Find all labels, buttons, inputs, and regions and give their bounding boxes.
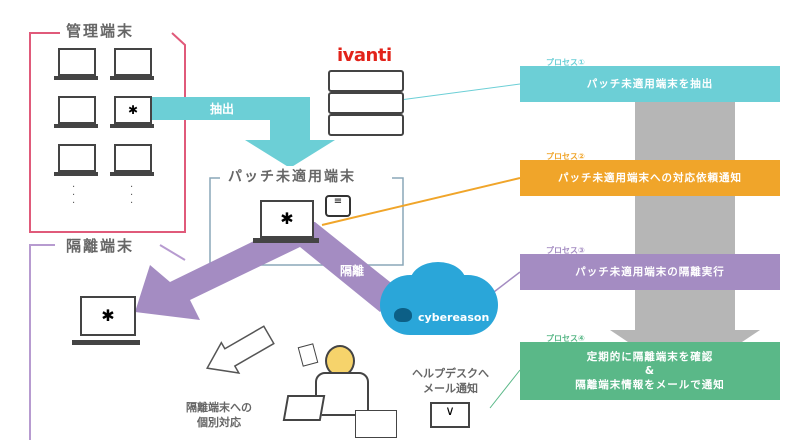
isolate-arrow: [135, 222, 400, 320]
laptop-base: [54, 76, 98, 80]
infected-laptop-icon: ✱: [114, 96, 152, 124]
process-box-4: 定期的に隔離端末を確認 & 隔離端末情報をメールで通知: [520, 342, 780, 400]
laptop-base: [110, 76, 154, 80]
process-box-1: パッチ未適用端末を抽出: [520, 66, 780, 102]
process-4-line3: 隔離端末情報をメールで通知: [575, 379, 725, 392]
individual-arrow-outline: [206, 325, 275, 374]
laptop-icon: [58, 48, 96, 76]
process-tag-3: プロセス③: [540, 244, 591, 257]
laptop-icon: [114, 48, 152, 76]
flow-down-arrow: [610, 100, 760, 380]
server-icon: [328, 114, 404, 136]
laptop-base: [72, 340, 140, 345]
helpdesk-line2: メール通知: [423, 382, 478, 395]
helpdesk-label: ヘルプデスクへ メール通知: [412, 366, 489, 396]
process-tag-1: プロセス①: [540, 56, 591, 69]
process-box-2: パッチ未適用端末への対応依頼通知: [520, 160, 780, 196]
server-icon: [328, 70, 404, 92]
extract-label: 抽出: [210, 102, 235, 116]
process-tag-4: プロセス④: [540, 332, 591, 345]
isolate-label: 隔離: [340, 264, 365, 278]
unpatched-title: パッチ未適用端末: [224, 166, 360, 186]
mail-icon: ∨: [430, 402, 470, 428]
isolation-frame: [29, 244, 186, 440]
isolation-title: 隔離端末: [62, 235, 139, 256]
laptop-base: [253, 238, 319, 243]
infected-laptop-icon: ✱: [260, 200, 314, 238]
infected-laptop-icon: ✱: [80, 296, 136, 336]
process-4-line1: 定期的に隔離端末を確認: [586, 350, 714, 363]
individual-response-label: 隔離端末への 個別対応: [186, 400, 252, 430]
process-tag-2: プロセス②: [540, 150, 591, 163]
laptop-icon: [114, 144, 152, 172]
helpdesk-line1: ヘルプデスクへ: [412, 367, 489, 380]
laptop-base: [54, 172, 98, 176]
cloud-icon: [410, 262, 466, 302]
unpatched-frame: [209, 177, 404, 266]
individual-line2: 個別対応: [197, 416, 241, 429]
document-icon: [355, 410, 397, 438]
admin-title: 管理端末: [62, 20, 139, 41]
more-dots-icon: ···: [130, 182, 134, 209]
laptop-icon: [58, 96, 96, 124]
laptop-base: [54, 124, 98, 128]
ivanti-logo: ivanti: [337, 45, 392, 66]
cybereason-owl-icon: [394, 308, 412, 322]
process-4-line2: &: [644, 364, 656, 377]
chat-icon: ≡: [325, 195, 351, 217]
server-icon: [328, 92, 404, 114]
cybereason-logo: cybereason: [418, 311, 490, 324]
laptop-icon: [58, 144, 96, 172]
laptop-base: [110, 124, 154, 128]
individual-line1: 隔離端末への: [186, 401, 252, 414]
more-dots-icon: ···: [72, 182, 76, 209]
admin-frame: [29, 32, 186, 233]
person-body: [315, 372, 369, 416]
laptop-base: [110, 172, 154, 176]
extract-arrow: [145, 97, 335, 168]
laptop-icon: [282, 395, 326, 421]
process-box-3: パッチ未適用端末の隔離実行: [520, 254, 780, 290]
